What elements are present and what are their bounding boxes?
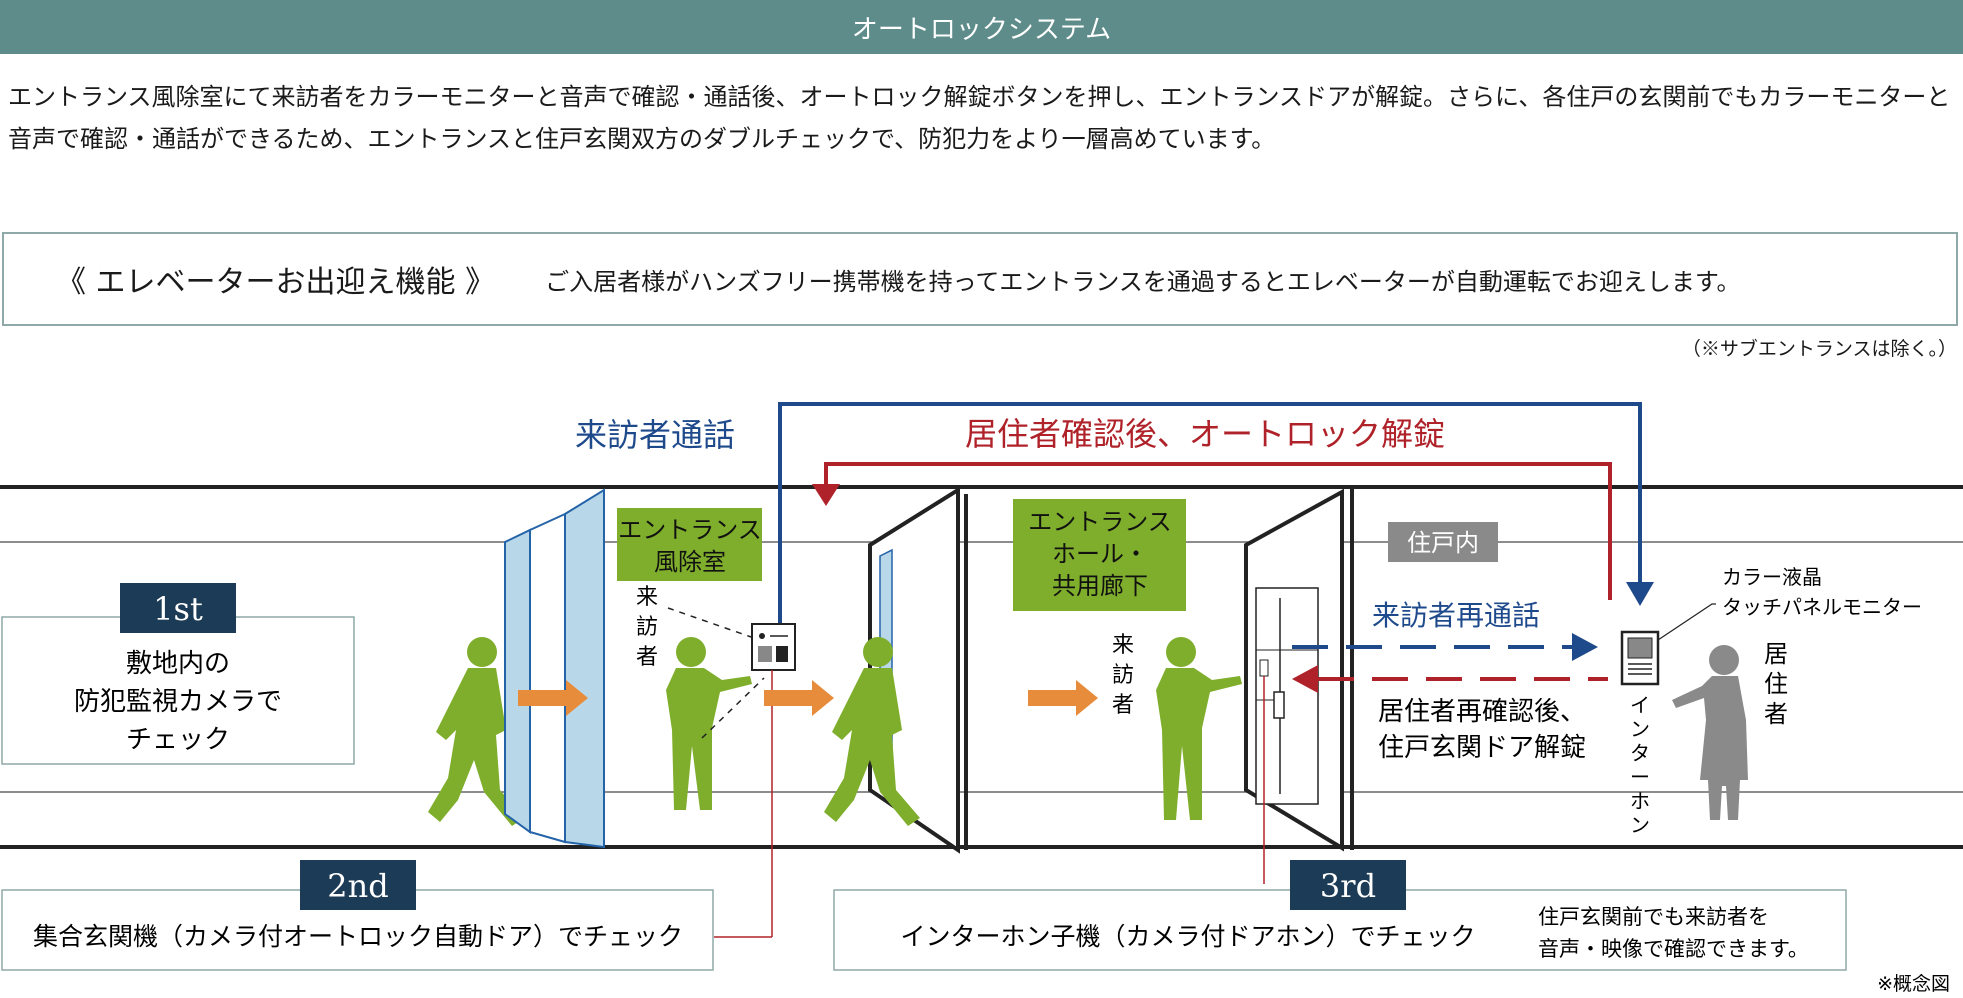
feature-box: 《 エレベーターお出迎え機能 》 ご入居者様がハンズフリー携帯機を持ってエントラ…	[2, 232, 1958, 326]
standing-visitor-figure-2	[1156, 637, 1242, 820]
visitor-2-char-3: 者	[1112, 693, 1134, 718]
feature-text: ご入居者様がハンズフリー携帯機を持ってエントランスを通過するとエレベーターが自動…	[545, 267, 1741, 296]
step1-badge-text: 1st	[153, 590, 203, 628]
step1-box	[1, 616, 355, 765]
entrance-glass-panels	[504, 488, 605, 849]
hall-label-line3: 共用廊下	[1052, 572, 1148, 600]
visitor-label-1: 来 訪 者	[636, 585, 658, 670]
unlock-route-line	[824, 462, 1612, 600]
step1-text-line1: 敷地内の	[126, 649, 230, 679]
walking-visitor-figure-1	[428, 637, 524, 826]
unlock-label: 居住者確認後、オートロック解錠	[965, 415, 1445, 453]
hall-label-box	[1013, 499, 1186, 611]
resident-label: 居 住 者	[1764, 640, 1788, 728]
visitor-1-char-2: 訪	[636, 615, 658, 640]
hall-label-line1: エントランス	[1028, 508, 1172, 536]
step1-badge	[120, 583, 236, 633]
call-label: 来訪者通話	[575, 416, 735, 454]
orange-arrow-3	[1028, 680, 1098, 716]
reconfirm-label-line1: 居住者再確認後、	[1378, 697, 1586, 727]
intercom-char-6: ン	[1630, 813, 1650, 837]
vestibule-label-line1: エントランス	[618, 516, 762, 544]
reconfirm-label-line2: 住戸玄関ドア解錠	[1378, 733, 1586, 763]
resident-figure	[1672, 645, 1748, 820]
intercom-char-5: ホ	[1630, 789, 1650, 813]
walking-visitor-figure-2	[824, 637, 920, 826]
call-arrow-head	[1626, 582, 1654, 606]
monitor-label-line2: タッチパネルモニター	[1722, 595, 1922, 619]
orange-arrow-2	[764, 680, 834, 716]
orange-arrow-1	[518, 680, 588, 716]
header-title: オートロックシステム	[851, 14, 1112, 45]
vestibule-label-line2: 風除室	[654, 548, 726, 576]
call-route-line	[778, 402, 1642, 626]
unit-door	[1244, 488, 1354, 852]
step3-badge-text: 3rd	[1320, 867, 1376, 905]
step1-text-line2: 防犯監視カメラで	[74, 687, 282, 717]
standing-visitor-figure-1	[666, 637, 752, 810]
hall-label-line2: ホール・	[1052, 540, 1148, 568]
step3-side-note-line1: 住戸玄関前でも来訪者を	[1538, 905, 1769, 929]
resident-char-3: 者	[1764, 700, 1788, 728]
step2-badge	[300, 860, 416, 910]
intercom-char-3: タ	[1630, 741, 1650, 765]
visitor-2-char-2: 訪	[1112, 663, 1134, 688]
resident-char-2: 住	[1764, 670, 1788, 698]
intercom-char-2: ン	[1630, 717, 1650, 741]
monitor-leader-line	[1657, 603, 1716, 641]
intercom-char-4: ー	[1630, 765, 1650, 789]
visitor-1-char-3: 者	[636, 645, 658, 670]
camera-view-lines	[667, 607, 765, 739]
resident-char-1: 居	[1764, 640, 1788, 668]
vestibule-label-box	[617, 508, 762, 581]
step1-text-line3: チェック	[126, 725, 230, 755]
feature-title: 《 エレベーターお出迎え機能 》	[56, 265, 496, 300]
recall-label: 来訪者再通話	[1372, 599, 1540, 632]
visitor-label-2: 来 訪 者	[1112, 633, 1134, 718]
feature-note: （※サブエントランスは除く。）	[1681, 338, 1957, 360]
step3-badge	[1290, 860, 1406, 910]
reconfirm-arrow-head	[1292, 665, 1318, 693]
unit-label-box	[1388, 522, 1498, 562]
step2-text: 集合玄関機（カメラ付オートロック自動ドア）でチェック	[33, 922, 683, 951]
monitor-icon	[1620, 630, 1660, 686]
step2-badge-text: 2nd	[327, 867, 388, 905]
intercom-label: イ ン タ ー ホ ン	[1630, 693, 1650, 837]
visitor-2-char-1: 来	[1112, 633, 1134, 658]
step3-text: インターホン子機（カメラ付ドアホン）でチェック	[900, 922, 1475, 951]
footnote: ※概念図	[1877, 972, 1950, 995]
intercom-char-1: イ	[1630, 693, 1650, 717]
description-text: エントランス風除室にて来訪者をカラーモニターと音声で確認・通話後、オートロック解…	[8, 83, 1951, 153]
unit-label: 住戸内	[1407, 529, 1479, 557]
recall-arrow-head	[1572, 633, 1598, 661]
monitor-label-line1: カラー液晶	[1722, 565, 1822, 589]
step3-side-note-line2: 音声・映像で確認できます。	[1538, 937, 1809, 961]
entrance-panel-icon	[751, 623, 796, 671]
section-header: オートロックシステム	[0, 0, 1963, 54]
floor-lines	[0, 485, 1963, 849]
visitor-1-char-1: 来	[636, 585, 658, 610]
unlock-arrow-head	[812, 484, 840, 506]
